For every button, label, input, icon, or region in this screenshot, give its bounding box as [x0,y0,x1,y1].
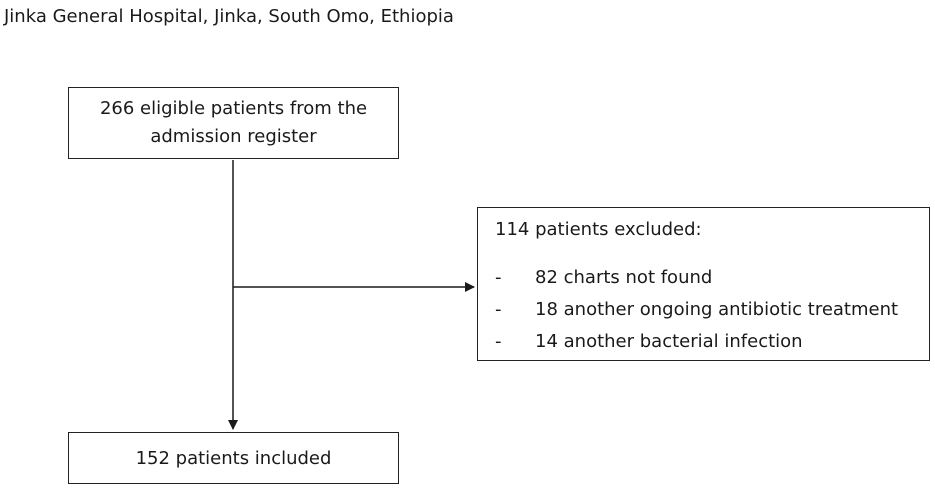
list-dash: - [495,299,502,320]
exclusion-reason: - 18 another ongoing antibiotic treatmen… [495,294,898,326]
excluded-patients-title: 114 patients excluded: [495,219,702,240]
exclusion-reason-text: 18 another ongoing antibiotic treatment [535,299,899,320]
excluded-patients-box: 114 patients excluded: - 82 charts not f… [477,207,930,361]
exclusion-reasons-list: - 82 charts not found - 18 another ongoi… [495,262,898,358]
diagram-caption: Jinka General Hospital, Jinka, South Omo… [4,6,454,27]
eligible-patients-box: 266 eligible patients from the admission… [68,87,399,159]
eligible-patients-line2: admission register [150,126,317,147]
included-patients-label: 152 patients included [135,448,332,469]
exclusion-reason-text: 82 charts not found [535,267,713,288]
list-dash: - [495,267,502,288]
exclusion-reason-text: 14 another bacterial infection [535,331,803,352]
exclusion-reason: - 82 charts not found [495,262,898,294]
list-dash: - [495,331,502,352]
exclusion-reason: - 14 another bacterial infection [495,326,898,358]
included-patients-box: 152 patients included [68,432,399,484]
eligible-patients-line1: 266 eligible patients from the [99,98,368,119]
